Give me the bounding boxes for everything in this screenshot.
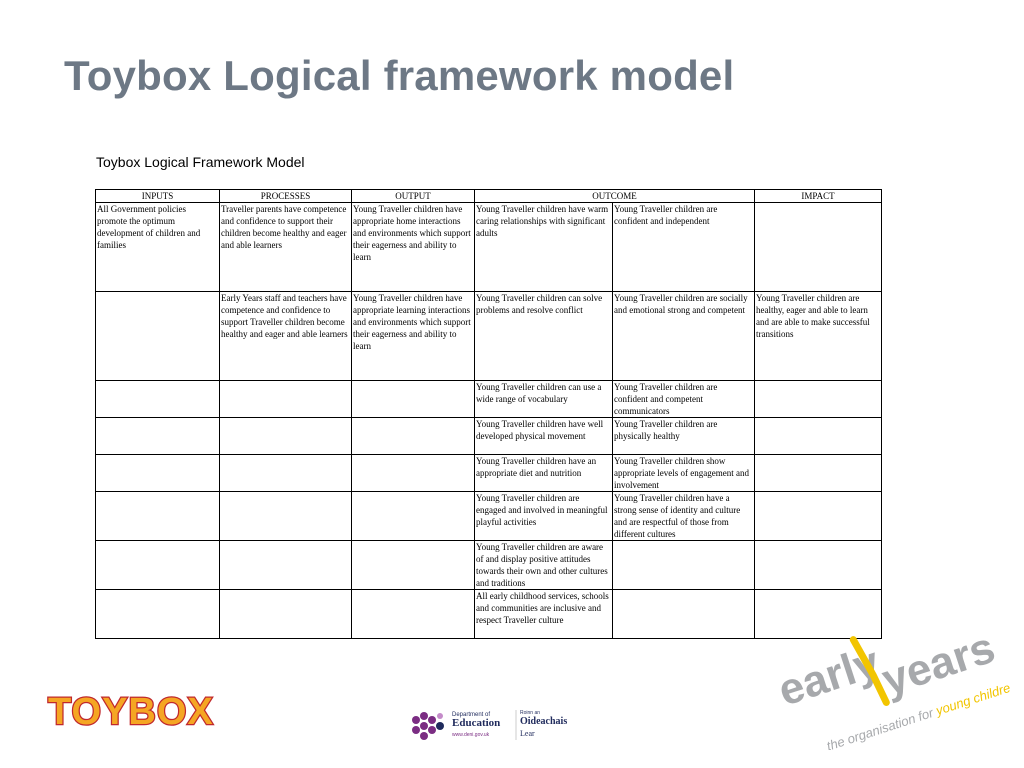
cell-processes: Traveller parents have competence and co… — [219, 202, 352, 292]
doe-irish-line1: Roinn an — [520, 710, 540, 716]
table-caption: Toybox Logical Framework Model — [96, 154, 305, 170]
table-row: All early childhood services, schools an… — [95, 589, 882, 639]
cell-impact: Young Traveller children are healthy, ea… — [754, 291, 882, 381]
doe-irish-line3: Lear — [520, 729, 535, 738]
cell-processes: Early Years staff and teachers have comp… — [219, 291, 352, 381]
cell-processes — [219, 380, 352, 418]
cell-processes — [219, 589, 352, 639]
cell-outcome-a: Young Traveller children are aware of an… — [474, 540, 613, 590]
cell-processes — [219, 454, 352, 492]
table-row: Early Years staff and teachers have comp… — [95, 291, 882, 381]
header-outcome: OUTCOME — [474, 189, 755, 203]
cell-outcome-a: Young Traveller children have well devel… — [474, 417, 613, 455]
cell-inputs — [95, 417, 220, 455]
doe-line1: Department of — [452, 712, 490, 718]
header-processes: PROCESSES — [219, 189, 352, 203]
cell-output: Young Traveller children have appropriat… — [351, 202, 475, 292]
doe-irish-line2: Oideachais — [520, 716, 567, 727]
early-years-y-mark — [849, 636, 890, 706]
early-years-word1: early — [772, 637, 885, 716]
cell-outcome-a: All early childhood services, schools an… — [474, 589, 613, 639]
header-impact: IMPACT — [754, 189, 882, 203]
cell-output — [351, 454, 475, 492]
cell-inputs: All Government policies promote the opti… — [95, 202, 220, 292]
table-row: Young Traveller children are aware of an… — [95, 540, 882, 590]
cell-outcome-b: Young Traveller children are socially an… — [612, 291, 755, 381]
cell-inputs — [95, 540, 220, 590]
header-inputs: INPUTS — [95, 189, 220, 203]
table-row: Young Traveller children have well devel… — [95, 417, 882, 455]
cell-impact — [754, 589, 882, 639]
cell-inputs — [95, 589, 220, 639]
cell-output — [351, 540, 475, 590]
cell-output — [351, 417, 475, 455]
table-row: Young Traveller children have an appropr… — [95, 454, 882, 492]
cell-impact — [754, 454, 882, 492]
cell-processes — [219, 491, 352, 541]
cell-output — [351, 380, 475, 418]
toybox-logo-text: TOYBOX — [48, 691, 214, 730]
cell-impact — [754, 202, 882, 292]
cell-outcome-b: Young Traveller children are physically … — [612, 417, 755, 455]
cell-outcome-a: Young Traveller children have an appropr… — [474, 454, 613, 492]
table-row: Young Traveller children are engaged and… — [95, 491, 882, 541]
cell-impact — [754, 540, 882, 590]
cell-inputs — [95, 491, 220, 541]
table-header-row: INPUTS PROCESSES OUTPUT OUTCOME IMPACT — [95, 189, 882, 203]
cell-inputs — [95, 380, 220, 418]
framework-table: INPUTS PROCESSES OUTPUT OUTCOME IMPACT A… — [95, 189, 882, 639]
cell-output — [351, 589, 475, 639]
cell-inputs — [95, 454, 220, 492]
cell-outcome-a: Young Traveller children can use a wide … — [474, 380, 613, 418]
cell-outcome-b — [612, 540, 755, 590]
cell-impact — [754, 380, 882, 418]
doe-line2: Education — [452, 717, 500, 729]
cell-outcome-b: Young Traveller children show appropriat… — [612, 454, 755, 492]
toybox-logo: TOYBOX — [47, 690, 214, 730]
cell-processes — [219, 417, 352, 455]
department-of-education-logo: Department of Education www.deni.gov.uk … — [412, 710, 567, 740]
cell-impact — [754, 491, 882, 541]
cell-outcome-b: Young Traveller children are confident a… — [612, 380, 755, 418]
cell-processes — [219, 540, 352, 590]
slide-title: Toybox Logical framework model — [64, 52, 735, 99]
cell-output: Young Traveller children have appropriat… — [351, 291, 475, 381]
early-years-tagline: the organisation for — [825, 704, 939, 750]
table-row: Young Traveller children can use a wide … — [95, 380, 882, 418]
cell-outcome-b — [612, 589, 755, 639]
cell-outcome-a: Young Traveller children are engaged and… — [474, 491, 613, 541]
cell-outcome-a: Young Traveller children have warm carin… — [474, 202, 613, 292]
doe-url: www.deni.gov.uk — [452, 732, 490, 738]
cell-output — [351, 491, 475, 541]
doe-hexagon-mark — [412, 712, 444, 740]
cell-outcome-a: Young Traveller children can solve probl… — [474, 291, 613, 381]
cell-outcome-b: Young Traveller children have a strong s… — [612, 491, 755, 541]
early-years-logo: early years the organisation for young c… — [772, 623, 1010, 750]
header-output: OUTPUT — [351, 189, 475, 203]
table-row: All Government policies promote the opti… — [95, 202, 882, 292]
cell-inputs — [95, 291, 220, 381]
cell-impact — [754, 417, 882, 455]
cell-outcome-b: Young Traveller children are confident a… — [612, 202, 755, 292]
